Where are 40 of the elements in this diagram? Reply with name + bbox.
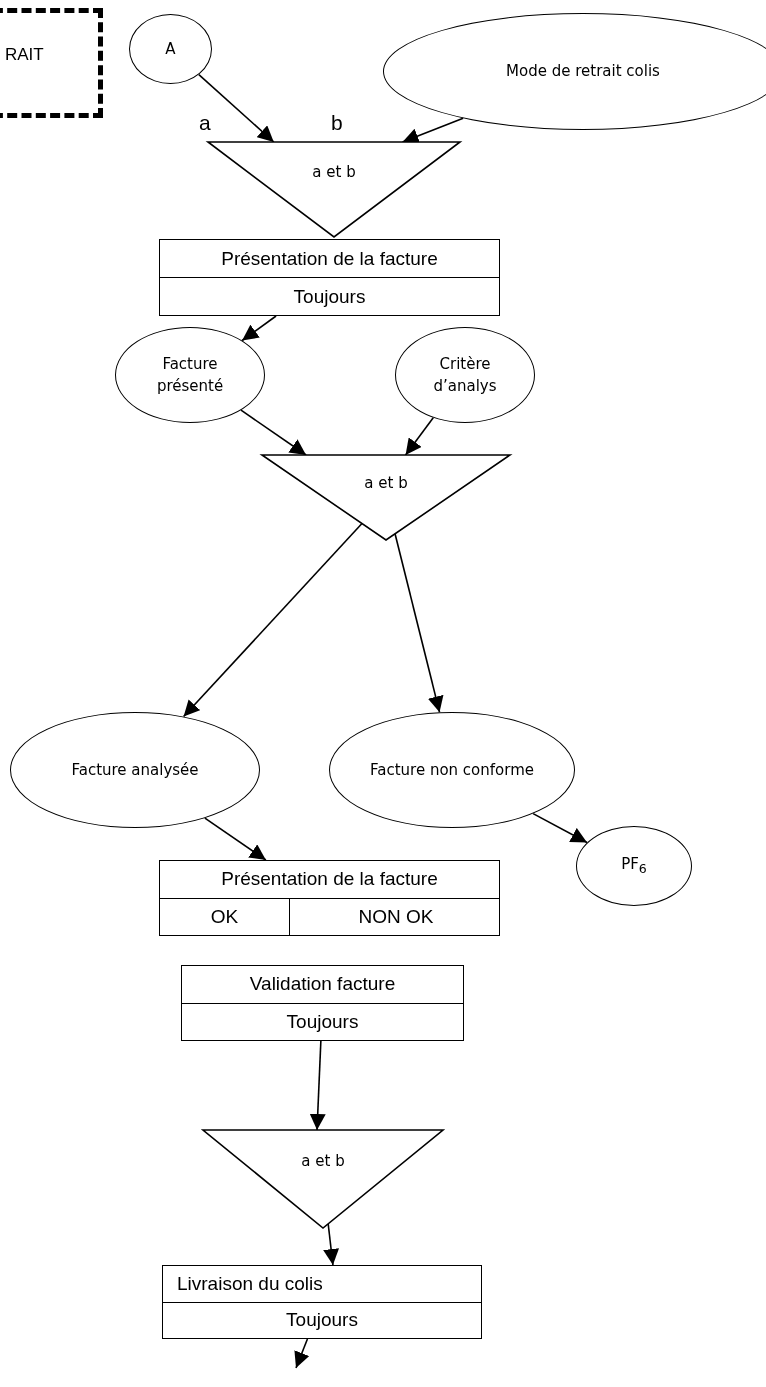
junction-triangle (203, 1130, 443, 1228)
operation-box (159, 860, 500, 936)
outcome-label: OK (209, 904, 240, 929)
junction-triangle (208, 142, 460, 237)
box-label: RAIT (5, 45, 44, 65)
arrow (294, 1338, 310, 1369)
arrow (309, 1040, 326, 1131)
junction-label: a et b (311, 162, 357, 181)
rule-label: Toujours (292, 284, 367, 309)
operation-title: Validation facture (182, 966, 463, 1004)
event-label: Facture présenté (155, 353, 225, 397)
operation-title: Présentation de la facture (160, 861, 499, 899)
arrow (401, 117, 464, 144)
operation-title: Présentation de la facture (160, 240, 499, 278)
junction-label: a et b (363, 473, 409, 492)
rule-label: Toujours (285, 1308, 359, 1333)
outcome-label: NON OK (289, 898, 502, 935)
arrow (404, 416, 435, 456)
event-label: PF$_{6}$ (620, 854, 648, 879)
operation-box (162, 1265, 482, 1339)
event-label: A (164, 38, 177, 60)
operation-box (181, 965, 464, 1041)
arrow (323, 1223, 340, 1266)
event-label: Facture analysée (70, 759, 200, 781)
junction-triangle (262, 455, 510, 540)
event-label: Mode de retrait colis (505, 61, 661, 83)
junction-label: a et b (300, 1151, 346, 1170)
arrow (182, 522, 363, 718)
arrow (241, 315, 277, 342)
edge-label: b (330, 112, 344, 133)
rule-label: Toujours (285, 1009, 360, 1034)
arrow (240, 409, 307, 456)
arrow (532, 812, 588, 844)
event-label: Facture non conforme (369, 759, 535, 781)
event-label: Critère d’analys (432, 353, 498, 397)
operation-title: Livraison du colis (163, 1266, 481, 1303)
arrow (204, 817, 267, 861)
operation-box (159, 239, 500, 316)
arrow (198, 73, 275, 143)
arrow (394, 533, 444, 714)
